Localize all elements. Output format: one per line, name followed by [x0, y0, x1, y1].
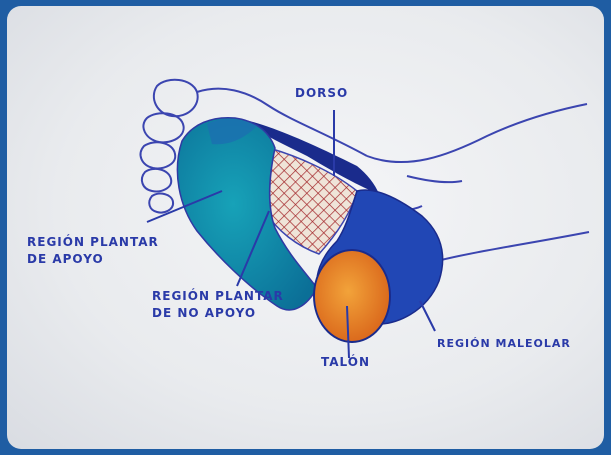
heel-region [314, 250, 390, 342]
label-region-maleolar-text: REGIÓN MALEOLAR [437, 337, 571, 350]
drawing-paper: DORSO REGIÓN PLANTAR DE APOYO REGIÓN PLA… [7, 6, 604, 449]
label-talon-text: TALÓN [321, 355, 370, 369]
label-region-plantar-no-apoyo-line1: REGIÓN PLANTAR [152, 288, 284, 305]
label-talon: TALÓN [321, 354, 370, 371]
label-region-plantar-apoyo: REGIÓN PLANTAR DE APOYO [27, 234, 159, 268]
label-region-plantar-no-apoyo: REGIÓN PLANTAR DE NO APOYO [152, 288, 284, 322]
label-dorso-text: DORSO [295, 86, 348, 100]
label-region-plantar-apoyo-line2: DE APOYO [27, 251, 159, 268]
label-region-maleolar: REGIÓN MALEOLAR [437, 335, 571, 352]
label-dorso: DORSO [295, 85, 348, 102]
foot-diagram [7, 6, 604, 449]
label-region-plantar-apoyo-line1: REGIÓN PLANTAR [27, 234, 159, 251]
label-region-plantar-no-apoyo-line2: DE NO APOYO [152, 305, 284, 322]
